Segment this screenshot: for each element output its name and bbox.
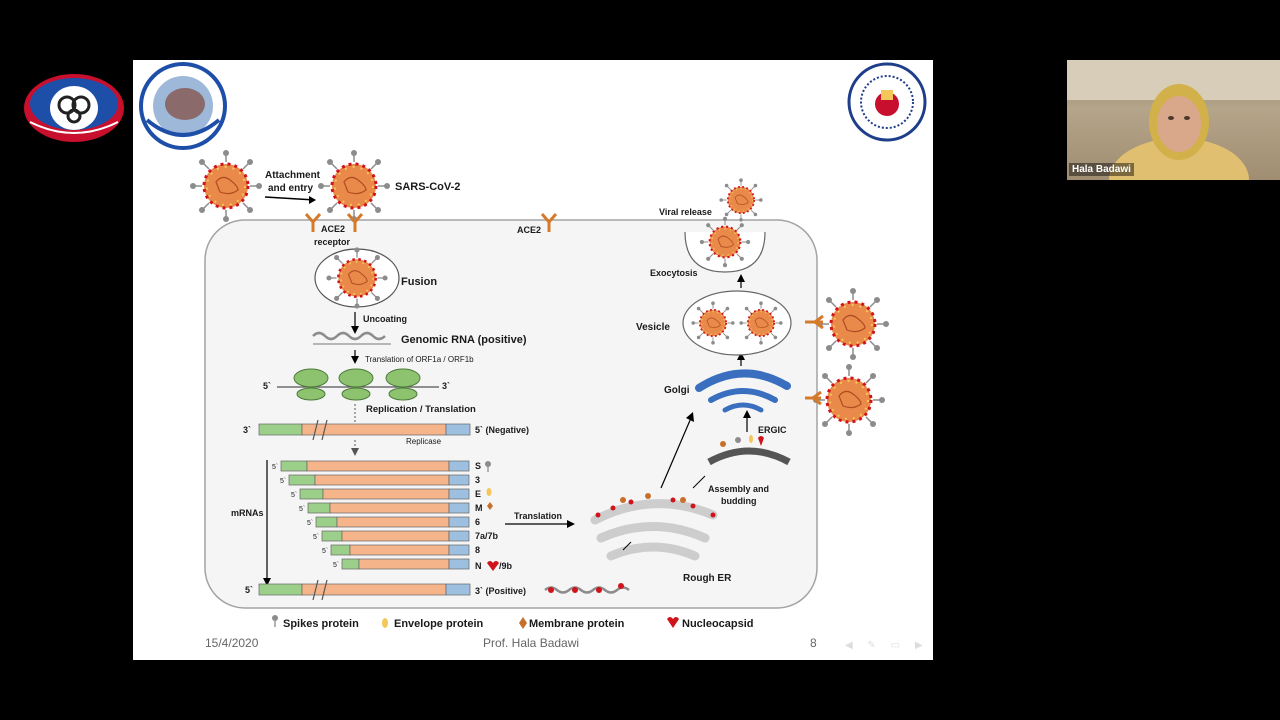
svg-text:5`: 5` [263,381,271,391]
svg-text:5`: 5` [307,520,313,527]
genomic-rna-label: Genomic RNA (positive) [401,334,527,346]
svg-text:3`: 3` [442,381,450,391]
svg-text:5` (Negative): 5` (Negative) [475,425,529,435]
svg-text:Translation of ORF1a / ORF1b: Translation of ORF1a / ORF1b [365,355,474,364]
footer-date: 15/4/2020 [205,636,259,650]
svg-text:N: N [475,561,482,571]
svg-text:E: E [475,489,481,499]
svg-text:5`: 5` [299,506,305,513]
presentation-slide: Attachment and entry SARS-CoV-2 ACE2 rec… [133,60,933,660]
svg-text:5`: 5` [291,492,297,499]
attachment-label: Attachment [265,170,321,181]
participant-video [1067,60,1280,180]
ergic [707,447,791,466]
svg-text:receptor: receptor [314,237,351,247]
svg-text:5`: 5` [333,562,339,569]
svg-text:Uncoating: Uncoating [363,314,407,324]
mrnas-label: mRNAs [231,508,264,518]
vesicle-label: Vesicle [636,322,670,333]
vesicle-virus-2 [738,300,784,346]
svg-text:budding: budding [721,496,757,506]
svg-text:ACE2: ACE2 [517,225,541,235]
mrna-stack [280,460,470,570]
participant-name-label: Hala Badawi [1069,163,1134,176]
svg-text:Assembly and: Assembly and [708,484,769,494]
svg-text:5`: 5` [245,585,253,595]
sars-cov-2-replication-diagram: Attachment and entry SARS-CoV-2 ACE2 rec… [139,62,927,630]
fusion-label: Fusion [401,276,437,288]
svg-text:8: 8 [475,545,480,555]
svg-text:6: 6 [475,517,480,527]
slide-logo-left [139,62,227,150]
participant-video-tile[interactable]: Hala Badawi [1067,60,1280,180]
svg-text:Translation: Translation [514,511,562,521]
virus-right-2 [811,362,887,438]
slide-navigation-controls[interactable]: ◀ ✎ ▭ ▶ [845,640,929,651]
svg-text:5`: 5` [313,534,319,541]
svg-text:5`: 5` [280,478,286,485]
exocytosis-virus [698,215,752,269]
svg-text:ACE2: ACE2 [321,224,345,234]
svg-text:3` (Positive): 3` (Positive) [475,586,526,596]
footer-author: Prof. Hala Badawi [483,636,580,650]
svg-text:Spikes protein: Spikes protein [283,618,359,630]
svg-text:and entry: and entry [268,183,313,194]
rough-er [590,499,718,561]
svg-text:S: S [475,461,481,471]
svg-text:3`: 3` [243,425,251,435]
fusion-virus [325,246,389,310]
svg-text:Nucleocapsid: Nucleocapsid [682,618,754,630]
cell-membrane [204,219,818,609]
virus-outside [188,148,264,224]
svg-text:Exocytosis: Exocytosis [650,268,698,278]
rough-er-label: Rough ER [683,573,732,584]
svg-text:7a/7b: 7a/7b [475,531,499,541]
legend: Spikes protein Envelope protein Membrane… [272,615,754,630]
golgi [695,369,791,413]
svg-text:M: M [475,503,483,513]
svg-text:3: 3 [475,475,480,485]
golgi-label: Golgi [664,385,690,396]
svg-text:Replicase: Replicase [406,437,442,446]
released-virus [718,177,764,223]
ribosomes [293,368,421,401]
institute-logo [24,74,124,142]
svg-text:Envelope protein: Envelope protein [394,618,484,630]
svg-text:/9b: /9b [499,561,513,571]
virus-attaching [316,148,392,224]
virus-name-label: SARS-CoV-2 [395,181,460,193]
research-institute-logo [847,62,927,142]
svg-text:Replication / Translation: Replication / Translation [366,404,476,415]
svg-text:Membrane protein: Membrane protein [529,618,625,630]
svg-text:5`: 5` [322,548,328,555]
svg-text:5`: 5` [272,464,278,471]
viral-release-label: Viral release [659,207,712,217]
vesicle-virus-1 [690,300,736,346]
footer-page-number: 8 [810,636,817,650]
virus-right-1 [815,286,891,362]
svg-text:ERGIC: ERGIC [758,425,787,435]
